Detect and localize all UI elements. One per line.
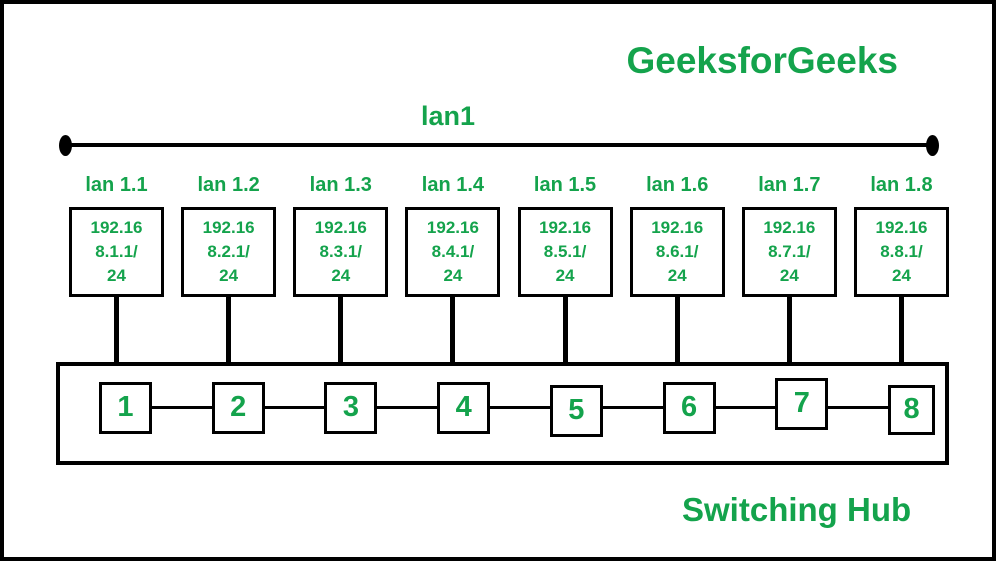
ip-line: 24 bbox=[107, 266, 126, 285]
drop-wire bbox=[114, 297, 119, 362]
hub-port-8: 8 bbox=[888, 384, 936, 435]
ip-box: 192.16 8.2.1/ 24 bbox=[181, 207, 277, 297]
drop-wire bbox=[898, 297, 904, 362]
ip-line: 8.2.1/ bbox=[207, 242, 250, 261]
hub-port-5: 5 bbox=[549, 384, 603, 437]
lan-label: lan 1.6 bbox=[646, 174, 709, 196]
bus-terminator-left-icon bbox=[59, 135, 72, 156]
device-column-8: lan 1.8 192.16 8.8.1/ 24 bbox=[853, 173, 949, 362]
ip-line: 8.5.1/ bbox=[543, 242, 587, 261]
hub-port-6: 6 bbox=[662, 381, 716, 434]
ip-line: 8.8.1/ bbox=[880, 242, 923, 261]
lan-label: lan 1.5 bbox=[533, 174, 597, 196]
lan-label: lan 1.3 bbox=[309, 174, 372, 196]
switching-hub-label: Switching Hub bbox=[682, 491, 912, 528]
device-column-6: lan 1.6 192.16 8.6.1/ 24 bbox=[629, 173, 725, 362]
port-link bbox=[602, 406, 663, 409]
port-link bbox=[490, 406, 550, 409]
ip-box: 192.16 8.4.1/ 24 bbox=[405, 207, 501, 297]
drop-wire bbox=[450, 297, 456, 362]
lan-label: lan 1.4 bbox=[421, 174, 485, 196]
port-link bbox=[715, 406, 776, 409]
ip-box: 192.16 8.7.1/ 24 bbox=[741, 207, 837, 297]
ip-line: 192.16 bbox=[651, 218, 704, 237]
ip-line: 24 bbox=[331, 266, 351, 285]
bus-terminator-right-icon bbox=[926, 135, 939, 156]
device-column-2: lan 1.2 192.16 8.2.1/ 24 bbox=[181, 173, 277, 362]
port-link bbox=[264, 406, 325, 409]
device-column-3: lan 1.3 192.16 8.3.1/ 24 bbox=[293, 173, 389, 362]
switching-hub-box: 1 2 3 4 5 6 7 8 bbox=[56, 362, 949, 465]
lan-label: lan 1.7 bbox=[758, 174, 821, 196]
lan-label: lan 1.2 bbox=[197, 174, 260, 196]
ip-line: 192.16 bbox=[90, 218, 143, 237]
ip-line: 8.1.1/ bbox=[95, 242, 138, 261]
hub-port-4: 4 bbox=[437, 381, 491, 434]
ip-box: 192.16 8.8.1/ 24 bbox=[853, 207, 949, 297]
ip-line: 192.16 bbox=[763, 218, 816, 237]
hub-port-7: 7 bbox=[775, 377, 829, 430]
lan-label: lan 1.8 bbox=[870, 174, 933, 196]
hub-port-1: 1 bbox=[99, 381, 152, 434]
ip-box: 192.16 8.1.1/ 24 bbox=[69, 207, 164, 297]
ip-line: 24 bbox=[443, 266, 463, 285]
ip-box: 192.16 8.5.1/ 24 bbox=[517, 207, 613, 297]
hub-port-row: 1 2 3 4 5 6 7 8 bbox=[60, 360, 945, 455]
ip-line: 8.7.1/ bbox=[768, 242, 811, 261]
device-column-4: lan 1.4 192.16 8.4.1/ 24 bbox=[405, 173, 501, 362]
drop-wire bbox=[338, 297, 344, 362]
ip-line: 24 bbox=[219, 266, 239, 285]
port-link bbox=[828, 406, 889, 409]
ip-line: 8.6.1/ bbox=[655, 242, 699, 261]
device-column-5: lan 1.5 192.16 8.5.1/ 24 bbox=[517, 173, 613, 362]
ip-line: 8.3.1/ bbox=[319, 242, 363, 261]
ip-line: 8.4.1/ bbox=[431, 242, 475, 261]
ip-line: 24 bbox=[667, 266, 687, 285]
hub-port-2: 2 bbox=[211, 381, 265, 434]
drop-wire bbox=[226, 297, 232, 362]
ip-box: 192.16 8.6.1/ 24 bbox=[629, 207, 725, 297]
bus-lan1-label: lan1 bbox=[420, 101, 476, 131]
device-column-1: lan 1.1 192.16 8.1.1/ 24 bbox=[69, 173, 164, 362]
ip-line: 192.16 bbox=[202, 218, 255, 237]
device-row: lan 1.1 192.16 8.1.1/ 24 lan 1.2 192.16 … bbox=[69, 173, 949, 362]
brand-title: GeeksforGeeks bbox=[626, 40, 898, 81]
drop-wire bbox=[786, 297, 792, 362]
ip-box: 192.16 8.3.1/ 24 bbox=[293, 207, 389, 297]
port-link bbox=[377, 406, 438, 409]
hub-port-3: 3 bbox=[324, 381, 378, 434]
ip-line: 192.16 bbox=[426, 218, 479, 237]
ip-line: 192.16 bbox=[875, 218, 928, 237]
port-link bbox=[152, 406, 212, 409]
ip-line: 24 bbox=[892, 266, 911, 285]
ip-line: 24 bbox=[555, 266, 575, 285]
ip-line: 192.16 bbox=[314, 218, 367, 237]
bus-lan1-line bbox=[65, 143, 933, 147]
ip-line: 192.16 bbox=[539, 218, 592, 237]
drop-wire bbox=[674, 297, 680, 362]
lan-label: lan 1.1 bbox=[85, 174, 148, 196]
ip-line: 24 bbox=[779, 266, 799, 285]
drop-wire bbox=[562, 297, 568, 362]
device-column-7: lan 1.7 192.16 8.7.1/ 24 bbox=[741, 173, 837, 362]
